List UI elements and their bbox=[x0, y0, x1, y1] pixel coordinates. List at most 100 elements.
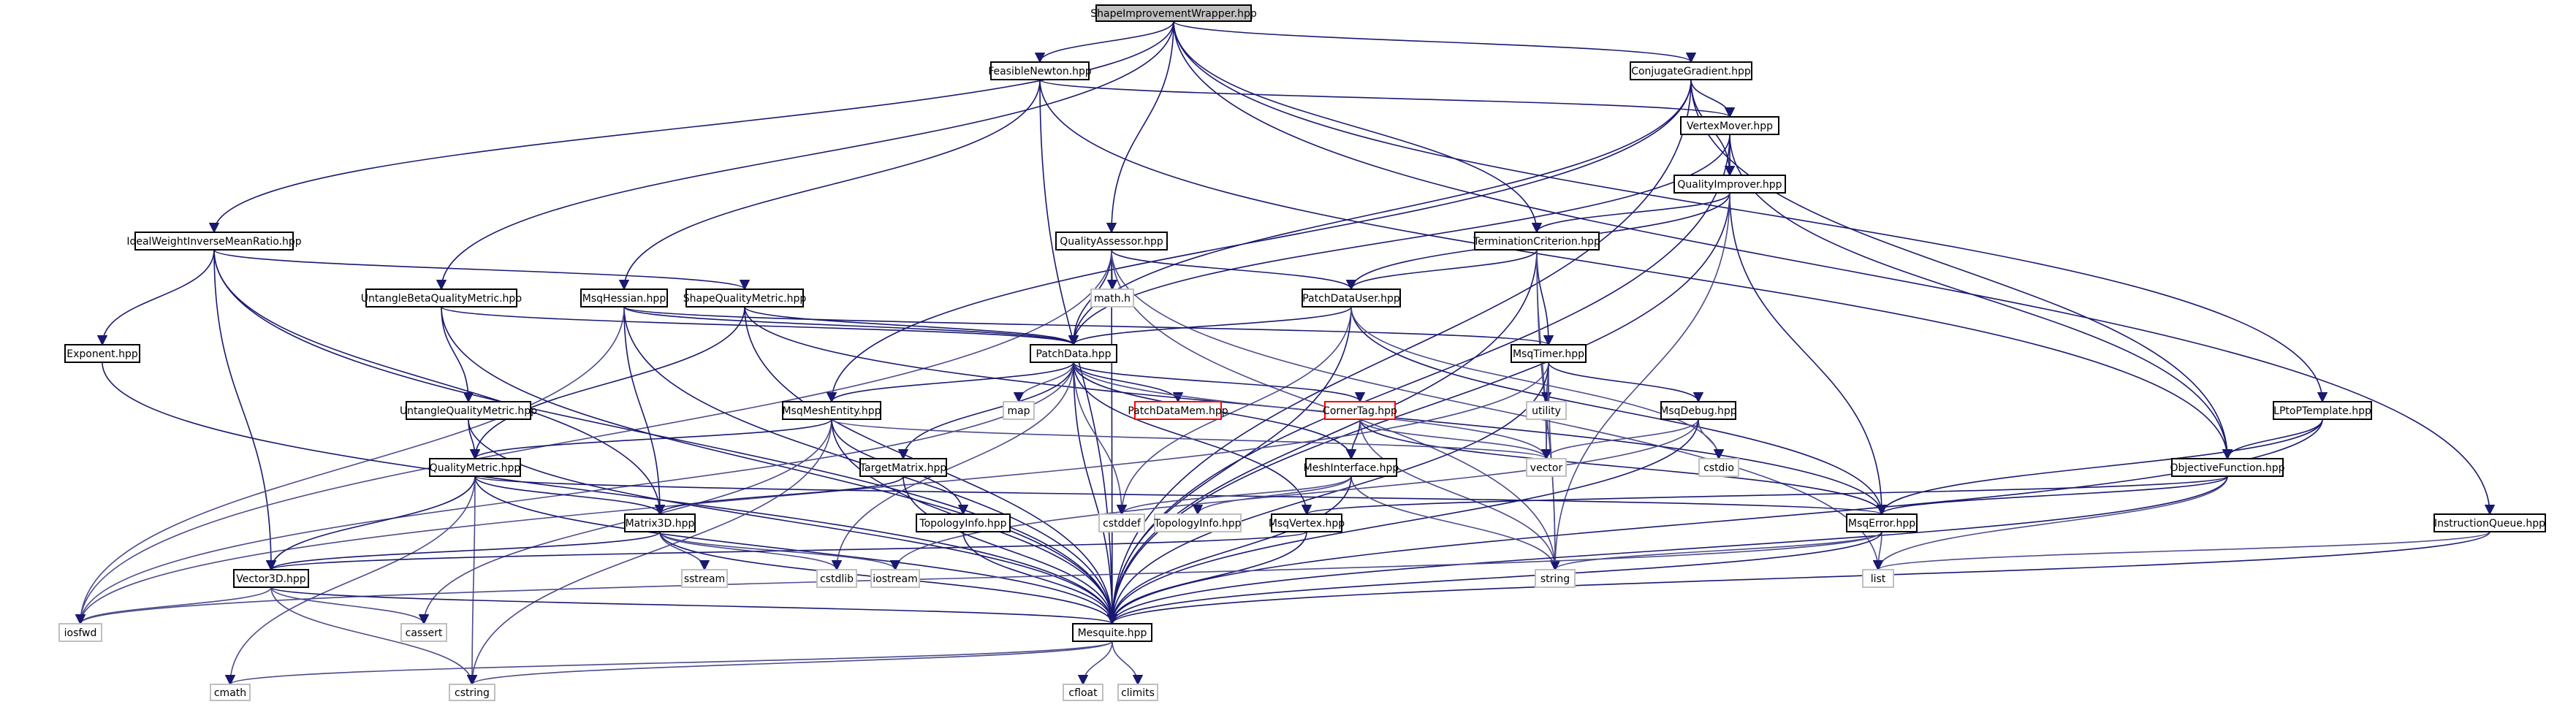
node-box bbox=[1095, 4, 1252, 22]
node-box bbox=[1154, 513, 1242, 532]
node-feasible-newton[interactable]: FeasibleNewton.hpp bbox=[988, 61, 1092, 80]
node-cstddef: cstddef bbox=[1098, 513, 1145, 532]
edge-ideal-weight-inverse-mean-ratio-to-matrix3-d bbox=[213, 249, 666, 516]
edge-vector3-d-to-mesquite bbox=[270, 586, 1117, 625]
edge-corner-tag-to-string bbox=[1359, 419, 1561, 571]
edge-quality-assessor-to-patch-data-user bbox=[1111, 249, 1357, 291]
edge-mesh-interface-to-cstddef bbox=[1116, 475, 1352, 516]
node-vector: vector bbox=[1526, 458, 1567, 477]
node-label: CornerTag.hpp bbox=[1323, 405, 1397, 417]
node-box bbox=[990, 61, 1090, 80]
node-shape-quality-metric[interactable]: ShapeQualityMetric.hpp bbox=[683, 288, 807, 307]
edge-feasible-newton-to-objective-function bbox=[1039, 79, 2233, 460]
node-box bbox=[1003, 401, 1035, 420]
node-label: Mesquite.hpp bbox=[1078, 627, 1147, 639]
node-mesh-interface[interactable]: MeshInterface.hpp bbox=[1304, 458, 1399, 477]
node-box bbox=[1630, 61, 1752, 80]
node-lpto-ptemplate[interactable]: LPtoPTemplate.hpp bbox=[2273, 401, 2372, 420]
node-ideal-weight-inverse-mean-ratio[interactable]: IdealWeightInverseMeanRatio.hpp bbox=[126, 232, 302, 251]
node-untangle-beta-quality-metric[interactable]: UntangleBetaQualityMetric.hpp bbox=[361, 288, 522, 307]
node-msq-error[interactable]: MsqError.hpp bbox=[1846, 513, 1918, 532]
node-shape-improvement-wrapper[interactable]: ShapeImprovementWrapper.hpp bbox=[1090, 4, 1257, 22]
edge-quality-metric-to-vector3-d bbox=[265, 475, 476, 571]
edge-msq-vertex-to-vector3-d bbox=[266, 531, 1307, 571]
node-patch-data[interactable]: PatchData.hpp bbox=[1030, 344, 1117, 363]
node-label: IdealWeightInverseMeanRatio.hpp bbox=[126, 236, 301, 248]
node-vertex-mover[interactable]: VertexMover.hpp bbox=[1680, 116, 1779, 135]
edge-shape-improvement-wrapper-to-instruction-queue bbox=[1173, 20, 2496, 516]
edge-matrix3-d-to-vector3-d bbox=[266, 531, 661, 571]
node-exponent[interactable]: Exponent.hpp bbox=[64, 344, 140, 363]
node-msq-vertex[interactable]: MsqVertex.hpp bbox=[1269, 513, 1345, 532]
node-matrix3-d[interactable]: Matrix3D.hpp bbox=[624, 513, 696, 532]
node-untangle-quality-metric[interactable]: UntangleQualityMetric.hpp bbox=[400, 401, 537, 420]
node-objective-function[interactable]: ObjectiveFunction.hpp bbox=[2170, 458, 2285, 477]
edge-msq-hessian-to-iosfwd bbox=[75, 306, 625, 625]
node-corner-tag[interactable]: CornerTag.hpp bbox=[1323, 401, 1397, 420]
node-iosfwd: iosfwd bbox=[58, 623, 102, 642]
edge-corner-tag-to-msq-error bbox=[1359, 419, 1888, 516]
edge-conjugate-gradient-to-objective-function bbox=[1690, 79, 2233, 460]
edge-mesquite-to-climits bbox=[1112, 641, 1144, 686]
node-label: cmath bbox=[214, 687, 246, 699]
node-box bbox=[681, 569, 728, 588]
node-box bbox=[1134, 401, 1222, 420]
node-patch-data-mem[interactable]: PatchDataMem.hpp bbox=[1128, 401, 1228, 420]
node-quality-improver[interactable]: QualityImprover.hpp bbox=[1673, 175, 1786, 194]
edge-ideal-weight-inverse-mean-ratio-to-shape-quality-metric bbox=[213, 249, 750, 291]
node-label: Exponent.hpp bbox=[67, 348, 138, 360]
node-box bbox=[1030, 344, 1117, 363]
node-box bbox=[1535, 569, 1576, 588]
node-vector3-d[interactable]: Vector3D.hpp bbox=[233, 569, 309, 588]
node-label: MsqTimer.hpp bbox=[1513, 348, 1584, 360]
edge-patch-data-to-msq-mesh-entity bbox=[826, 362, 1074, 403]
node-label: TargetMatrix.hpp bbox=[859, 462, 947, 474]
edge-feasible-newton-to-msq-hessian bbox=[618, 79, 1041, 291]
edge-patch-data-to-corner-tag bbox=[1073, 362, 1366, 403]
edge-quality-improver-to-mesquite bbox=[1106, 192, 1730, 625]
node-mesquite[interactable]: Mesquite.hpp bbox=[1072, 623, 1152, 642]
node-box bbox=[64, 344, 140, 363]
edge-vector3-d-to-cassert bbox=[270, 586, 430, 625]
edge-ideal-weight-inverse-mean-ratio-to-exponent bbox=[96, 249, 215, 346]
edge-shape-quality-metric-to-quality-metric bbox=[469, 306, 745, 460]
node-box bbox=[365, 288, 517, 307]
edge-conjugate-gradient-to-mesquite bbox=[1106, 79, 1692, 625]
node-box bbox=[782, 401, 881, 420]
node-topology-info[interactable]: TopologyInfo.hpp bbox=[916, 513, 1011, 532]
edge-target-matrix-to-mesquite bbox=[903, 475, 1118, 625]
node-box bbox=[2171, 458, 2284, 477]
node-conjugate-gradient[interactable]: ConjugateGradient.hpp bbox=[1630, 61, 1752, 80]
node-label: math.h bbox=[1094, 293, 1131, 305]
edge-mesquite-to-cstring bbox=[467, 641, 1113, 686]
edge-quality-metric-to-cstring bbox=[466, 475, 478, 686]
node-label: UntangleQualityMetric.hpp bbox=[400, 405, 537, 417]
edge-matrix3-d-to-cstdlib bbox=[659, 531, 843, 571]
node-msq-hessian[interactable]: MsqHessian.hpp bbox=[580, 288, 668, 307]
edge-msq-mesh-entity-to-cstring bbox=[466, 419, 832, 686]
edge-instruction-queue-to-mesquite bbox=[1107, 531, 2490, 625]
node-label: QualityMetric.hpp bbox=[430, 462, 521, 474]
node-box bbox=[406, 401, 531, 420]
edge-patch-data-to-target-matrix bbox=[897, 362, 1074, 460]
node-quality-assessor[interactable]: QualityAssessor.hpp bbox=[1055, 232, 1168, 251]
node-box bbox=[400, 623, 447, 642]
edge-shape-improvement-wrapper-to-conjugate-gradient bbox=[1173, 20, 1696, 64]
edge-shape-improvement-wrapper-to-termination-criterion bbox=[1173, 20, 1543, 234]
node-msq-debug[interactable]: MsqDebug.hpp bbox=[1660, 401, 1737, 420]
node-box bbox=[1324, 401, 1396, 420]
node-msq-timer[interactable]: MsqTimer.hpp bbox=[1511, 344, 1587, 363]
edge-lpto-ptemplate-to-objective-function bbox=[2222, 419, 2323, 460]
node-quality-metric[interactable]: QualityMetric.hpp bbox=[429, 458, 521, 477]
edge-ideal-weight-inverse-mean-ratio-to-vector3-d bbox=[213, 249, 277, 571]
node-sstream: sstream bbox=[681, 569, 728, 588]
node-label: sstream bbox=[684, 573, 725, 585]
node-patch-data-user[interactable]: PatchDataUser.hpp bbox=[1302, 288, 1401, 307]
edge-patch-data-to-vector bbox=[1073, 362, 1552, 460]
node-target-matrix[interactable]: TargetMatrix.hpp bbox=[859, 458, 947, 477]
node-msq-mesh-entity[interactable]: MsqMeshEntity.hpp bbox=[782, 401, 881, 420]
edge-msq-timer-to-msq-debug bbox=[1548, 362, 1704, 403]
node-instruction-queue[interactable]: InstructionQueue.hpp bbox=[2433, 513, 2546, 532]
node-termination-criterion[interactable]: TerminationCriterion.hpp bbox=[1473, 232, 1600, 251]
edge-quality-metric-to-cmath bbox=[224, 475, 476, 686]
